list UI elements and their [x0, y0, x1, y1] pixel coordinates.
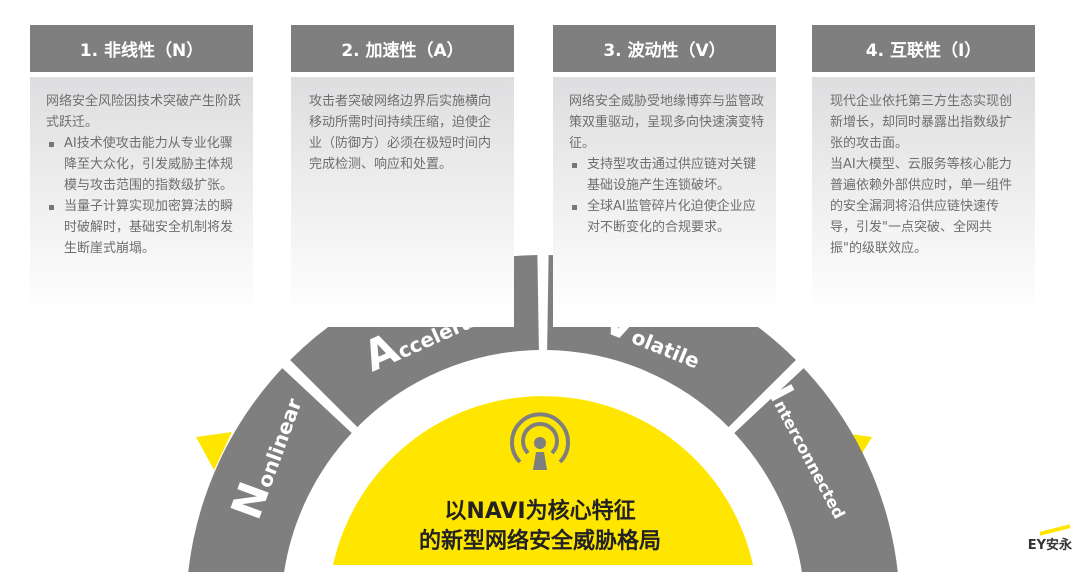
pointer-n — [196, 432, 232, 470]
card-volatile: 3. 波动性（V） 网络安全威胁受地缘博弈与监管政策双重驱动，呈现多向快速演变特… — [553, 25, 776, 327]
list-item: 当量子计算实现加密算法的瞬时破解时，基础安全机制将发生断崖式崩塌。 — [46, 196, 241, 259]
card-intro: 攻击者突破网络边界后实施横向移动所需时间持续压缩，迫使企业（防御方）必须在极短时… — [309, 94, 492, 172]
card-title: 3. 波动性（V） — [553, 25, 776, 72]
card-intro-2: 当AI大模型、云服务等核心能力普遍依赖外部供应时，单一组件的安全漏洞将沿供应链快… — [830, 157, 1013, 256]
logo-text: EY安永 — [1027, 538, 1072, 553]
center-title-line1: 以NAVI为核心特征 — [444, 498, 635, 524]
podcast-person-icon — [510, 412, 570, 470]
card-intro: 现代企业依托第三方生态实现创新增长，却同时暴露出指数级扩张的攻击面。 — [830, 94, 1013, 151]
ring-segment-interconnected — [734, 368, 898, 572]
list-item: AI技术使攻击能力从专业化骤降至大众化，引发威胁主体规模与攻击范围的指数级扩张。 — [46, 133, 241, 196]
card-accelerated: 2. 加速性（A） 攻击者突破网络边界后实施横向移动所需时间持续压缩，迫使企业（… — [291, 25, 514, 327]
card-intro: 网络安全威胁受地缘博弈与监管政策双重驱动，呈现多向快速演变特征。 — [569, 94, 765, 151]
card-interconnected: 4. 互联性（I） 现代企业依托第三方生态实现创新增长，却同时暴露出指数级扩张的… — [812, 25, 1035, 327]
card-title: 1. 非线性（N） — [30, 25, 253, 72]
center-title-line2: 的新型网络安全威胁格局 — [419, 528, 661, 554]
list-item: 全球AI监管碎片化迫使企业应对不断变化的合规要求。 — [569, 196, 764, 238]
center-dome — [333, 396, 753, 565]
card-intro: 网络安全风险因技术突破产生阶跃式跃迁。 — [46, 94, 242, 130]
ey-logo: EY安永 — [1027, 524, 1072, 554]
list-item: 支持型攻击通过供应链对关键基础设施产生连锁破坏。 — [569, 154, 764, 196]
card-nonlinear: 1. 非线性（N） 网络安全风险因技术突破产生阶跃式跃迁。 AI技术使攻击能力从… — [30, 25, 253, 327]
card-title: 2. 加速性（A） — [291, 25, 514, 72]
card-title: 4. 互联性（I） — [812, 25, 1035, 72]
ring-segment-nonlinear — [188, 368, 352, 572]
